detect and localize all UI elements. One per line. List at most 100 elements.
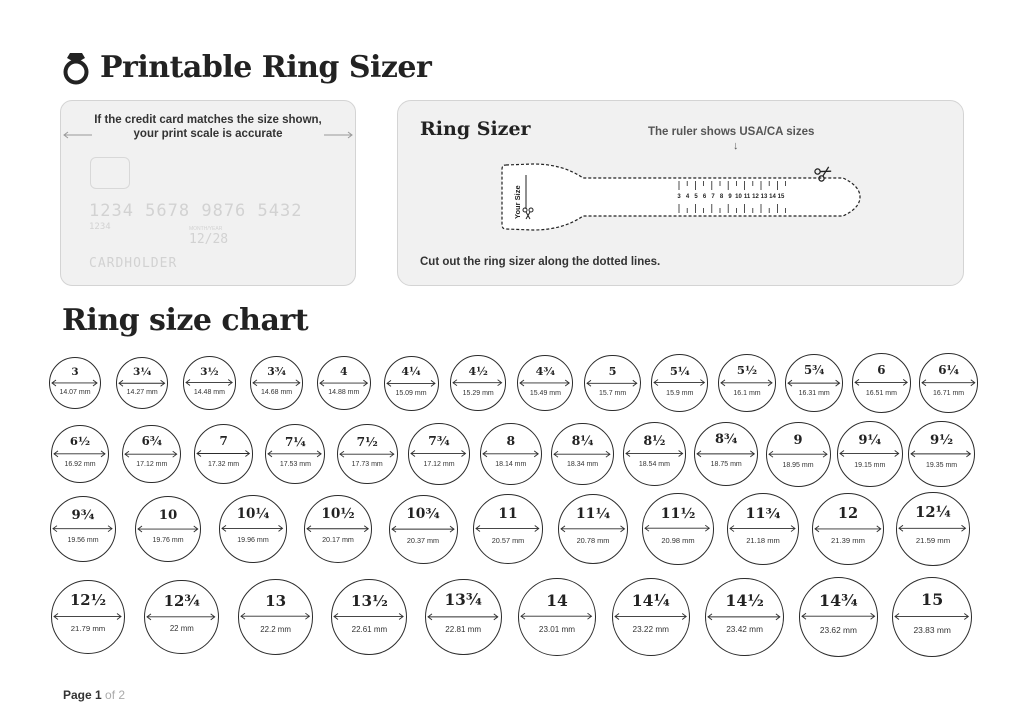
diameter-arrow-icon	[707, 613, 781, 620]
diameter-arrow-icon	[854, 379, 908, 387]
ring-diameter-label: 20.98 mm	[661, 536, 695, 546]
ring-size-label: 8	[506, 433, 516, 449]
ring-diameter-label: 16.51 mm	[865, 389, 897, 397]
diameter-arrow-icon	[481, 450, 539, 458]
ring-diameter-label: 21.79 mm	[70, 624, 106, 634]
diameter-arrow-icon	[240, 613, 311, 620]
diameter-arrow-icon	[553, 450, 611, 458]
ring-size-label: 7	[219, 433, 228, 448]
diameter-arrow-icon	[385, 379, 436, 387]
ruler-number: 14	[769, 194, 776, 200]
diameter-arrow-icon	[839, 450, 900, 458]
diameter-arrow-icon	[787, 379, 841, 387]
ring-diameter-label: 19.35 mm	[926, 461, 958, 469]
card-holder: CARDHOLDER	[89, 256, 178, 271]
ruler-ticks	[678, 181, 787, 213]
ring-size-label: 13	[265, 591, 287, 610]
ring-size-label: 4¼	[401, 365, 421, 379]
ring-size-label: 10¼	[236, 506, 270, 523]
ruler-number: 13	[761, 194, 768, 200]
diameter-arrow-icon	[52, 525, 113, 533]
page-title: Printable Ring Sizer	[100, 50, 432, 85]
ring-icon	[63, 52, 89, 84]
ring-diameter-label: 15.7 mm	[598, 389, 627, 397]
ring-size-label: 3	[71, 366, 79, 379]
ring-size-label: 6	[877, 363, 886, 378]
card-number: 1234 5678 9876 5432	[89, 201, 303, 221]
diameter-arrow-icon	[390, 525, 455, 532]
ring-diameter-label: 17.53 mm	[279, 460, 311, 468]
ring-size-label: 3½	[200, 364, 219, 378]
ring-diameter-label: 18.75 mm	[710, 461, 742, 469]
card-expiry: 12/28	[189, 232, 229, 247]
diameter-arrow-icon	[267, 450, 323, 458]
ruler-number: 7	[711, 194, 715, 200]
card-chip-icon	[90, 157, 130, 189]
diameter-arrow-icon	[452, 379, 503, 387]
page-footer: Page 1 of 2	[63, 688, 125, 702]
diameter-arrow-icon	[427, 613, 499, 620]
page-total: of 2	[105, 688, 126, 702]
ring-size-circle: 12 21.39 mm	[811, 492, 885, 566]
diameter-arrow-icon	[613, 613, 687, 620]
ring-diameter-label: 15.49 mm	[529, 389, 561, 397]
ring-size-label: 9¼	[858, 432, 882, 448]
ring-sizer-panel: Ring Sizer The ruler shows USA/CA sizes …	[397, 100, 964, 286]
ring-diameter-label: 14.27 mm	[126, 389, 158, 397]
ring-size-circle: 7¾ 17.12 mm	[408, 423, 470, 485]
ring-diameter-label: 21.39 mm	[831, 536, 865, 546]
diameter-arrow-icon	[720, 379, 773, 387]
ruler-number: 4	[686, 194, 690, 200]
ring-size-label: 7¾	[428, 433, 450, 449]
ring-diameter-label: 19.76 mm	[152, 536, 184, 544]
ring-diameter-label: 23.62 mm	[819, 624, 857, 635]
chart-title: Ring size chart	[62, 303, 309, 338]
ring-diameter-label: 23.01 mm	[538, 624, 576, 634]
ring-diameter-label: 18.95 mm	[782, 461, 814, 469]
ring-diameter-label: 19.96 mm	[237, 535, 269, 544]
ring-diameter-label: 23.83 mm	[913, 625, 951, 636]
diameter-arrow-icon	[306, 525, 369, 532]
ring-size-label: 7¼	[284, 434, 306, 449]
ring-size-label: 4	[340, 364, 348, 378]
ring-diameter-label: 19.15 mm	[854, 461, 886, 469]
ring-diameter-label: 18.54 mm	[638, 461, 670, 469]
diameter-arrow-icon	[910, 450, 972, 458]
ring-size-label: 9¾	[71, 507, 95, 523]
ring-size-label: 15	[921, 590, 944, 610]
ring-diameter-label: 21.18 mm	[746, 536, 780, 546]
ruler-number: 8	[720, 194, 724, 200]
card-scale-note: If the credit card matches the size show…	[94, 114, 322, 140]
ring-size-label: 12	[837, 504, 859, 522]
ring-diameter-label: 22.2 mm	[260, 624, 291, 634]
ring-diameter-label: 17.12 mm	[423, 461, 455, 469]
ring-diameter-label: 23.22 mm	[632, 624, 670, 634]
ring-size-label: 14¾	[819, 590, 858, 610]
ring-diameter-label: 20.17 mm	[322, 535, 354, 544]
credit-card-calibration: If the credit card matches the size show…	[60, 100, 356, 286]
ruler-number: 6	[703, 194, 707, 200]
scissors-icon	[522, 207, 534, 220]
ring-size-label: 8¼	[571, 432, 594, 448]
ring-diameter-label: 15.29 mm	[462, 389, 494, 397]
ring-diameter-label: 22 mm	[169, 624, 194, 634]
